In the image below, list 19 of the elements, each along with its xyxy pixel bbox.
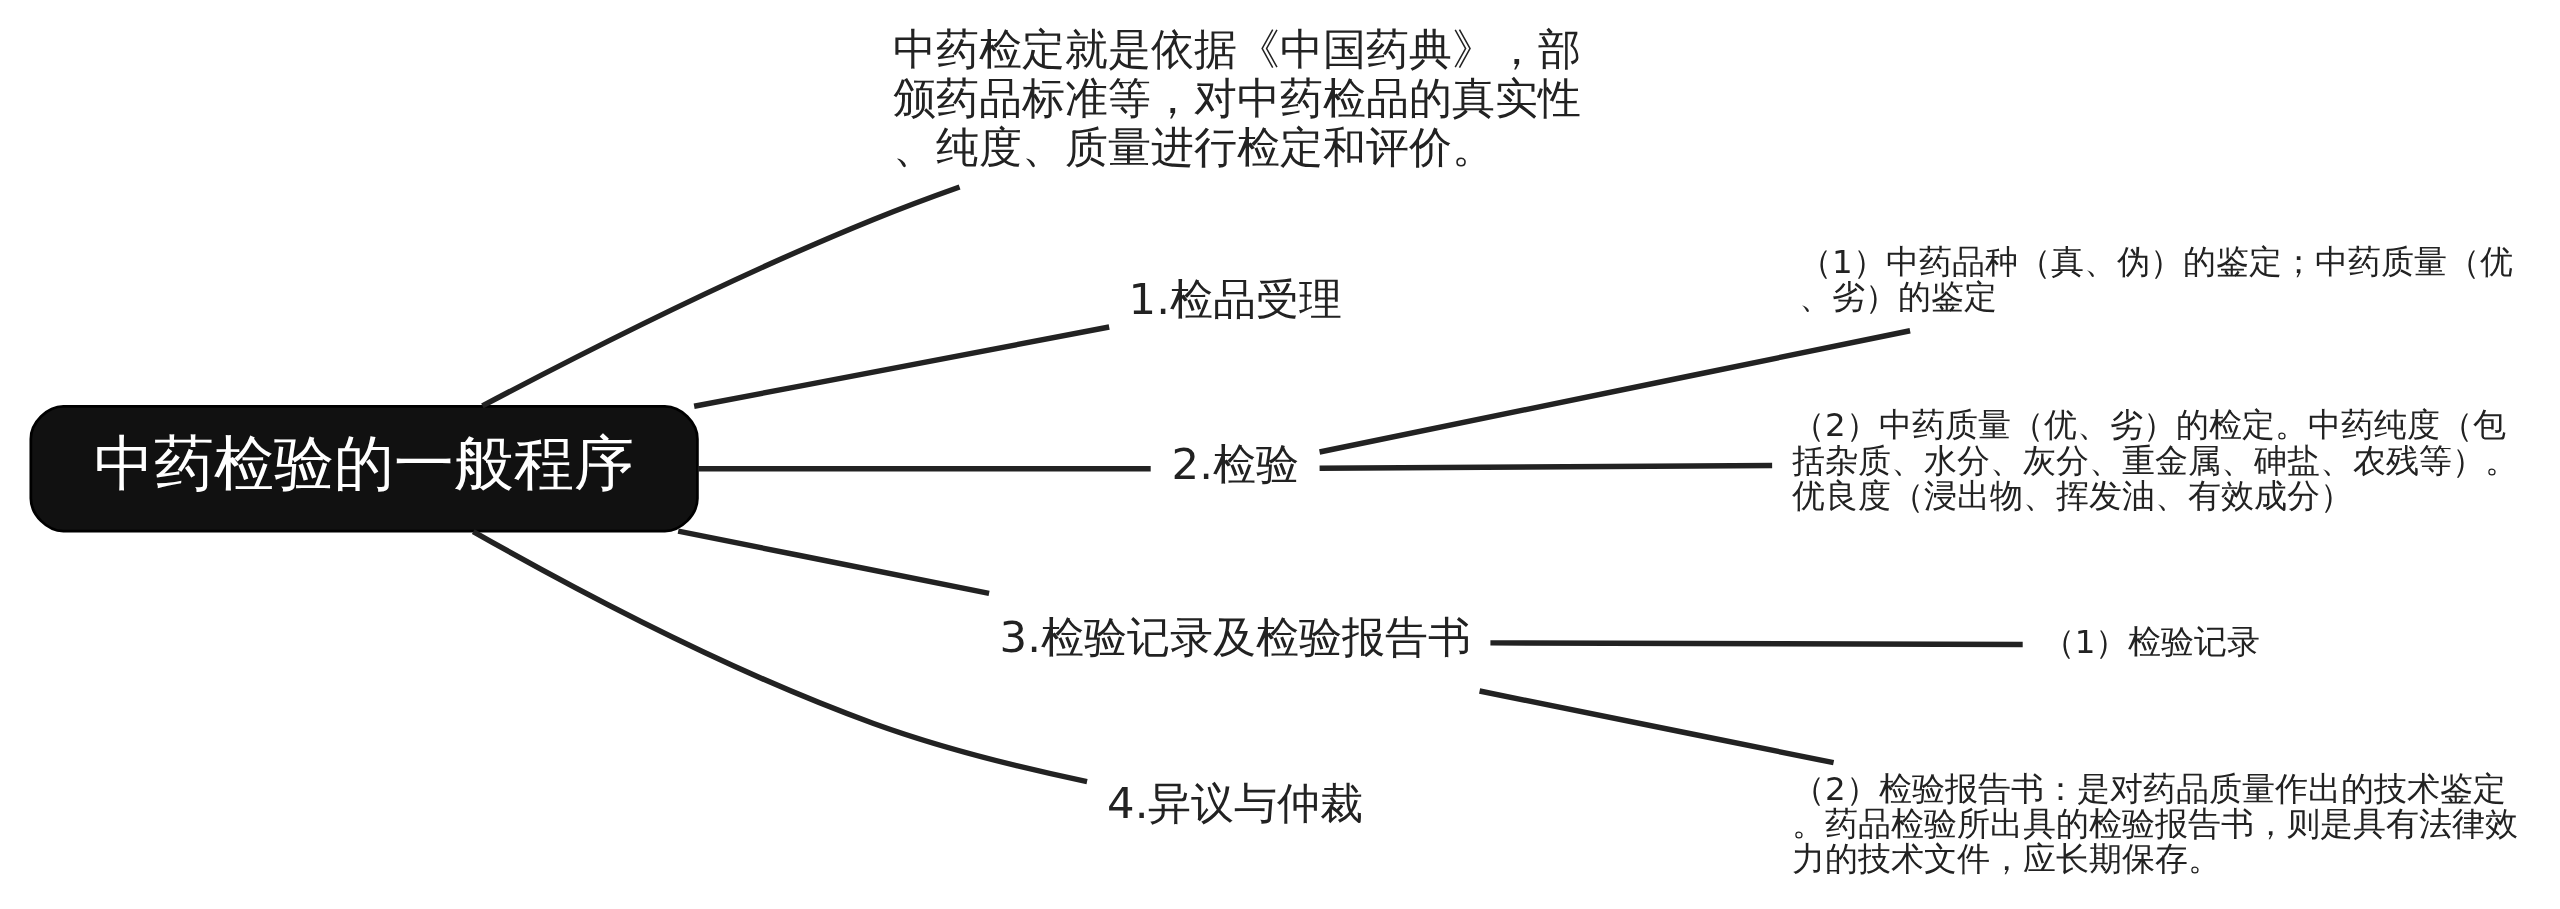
connector — [1319, 328, 1911, 455]
connector — [693, 324, 1110, 409]
node-text: 3.检验记录及检验报告书 — [999, 612, 1471, 663]
connector — [471, 529, 1088, 785]
connector — [1490, 640, 2023, 648]
connector — [1319, 462, 1773, 471]
node-box: 中药检验的一般程序 — [29, 405, 699, 533]
connector — [1479, 688, 1835, 766]
node-text: 2.检验 — [1171, 439, 1299, 490]
node-text: 1.检品受理 — [1128, 273, 1342, 324]
node-text: （2）中药质量（优、劣）的检定。中药纯度（包括杂质、水分、灰分、重金属、砷盐、农残等）。优良度（浸出物、挥发油、有效成分） — [1792, 406, 2519, 515]
connector — [677, 528, 990, 597]
node-text: （2）检验报告书：是对药品质量作出的技术鉴定。药品检验所出具的检验报告书，则是具有法律效力的技术文件，应长期保存。 — [1792, 769, 2519, 879]
node-text: （1）中药品种（真、伪）的鉴定；中药质量（优、劣）的鉴定 — [1798, 242, 2513, 316]
connector — [697, 466, 1151, 472]
connector — [481, 184, 961, 409]
node-text: 中药检定就是依据《中国药典》，部颁药品标准等，对中药检品的真实性、纯度、质量进行检定和评价。 — [892, 24, 1581, 172]
node-text: 4.异议与仲裁 — [1107, 777, 1364, 828]
node-text: （1）检验记录 — [2041, 623, 2261, 662]
